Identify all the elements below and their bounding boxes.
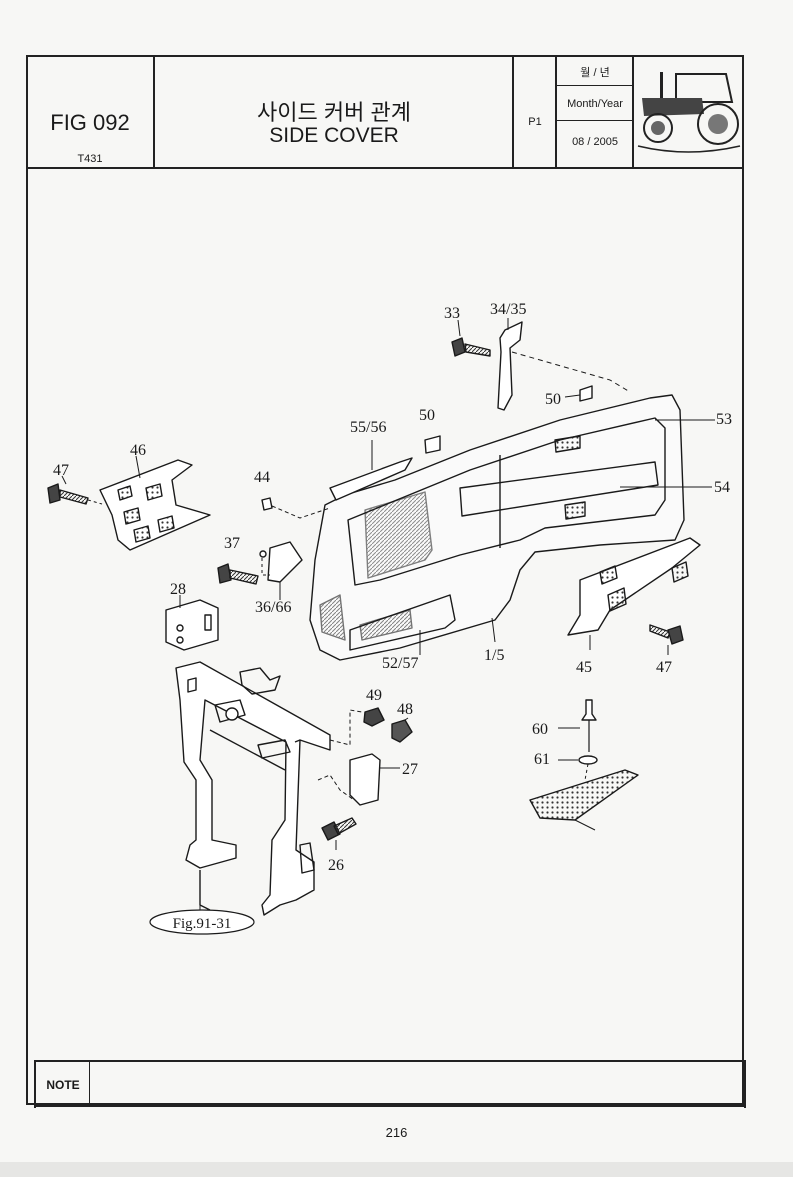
bolt-47-left (47, 483, 103, 505)
bolt-37 (217, 563, 259, 585)
callout-50-a: 50 (419, 407, 435, 424)
callout-54: 54 (714, 479, 730, 496)
washer-61 (578, 755, 598, 765)
rivet-60 (558, 699, 597, 752)
trim-strip (329, 457, 413, 501)
month-year-label: Month/Year (567, 98, 623, 110)
parts-diagram: 33 34/35 50 50 53 54 55/56 46 47 44 37 3… (47, 301, 732, 935)
callout-44: 44 (254, 469, 270, 486)
header-divider-v2 (512, 55, 514, 168)
note-label: NOTE (46, 1077, 80, 1092)
callout-47-left: 47 (53, 462, 69, 479)
callout-61: 61 (534, 751, 550, 768)
callout-53: 53 (716, 411, 732, 428)
header-divider (26, 167, 744, 169)
support-frame (175, 661, 331, 916)
title-korean: 사이드 커버 관계 (257, 100, 411, 125)
callout-45: 45 (576, 659, 592, 676)
callout-1-5: 1/5 (484, 647, 504, 664)
tractor-icon (637, 72, 741, 153)
note-left-border (34, 1060, 36, 1108)
callout-37: 37 (224, 535, 240, 552)
note-divider (89, 1062, 90, 1107)
figure-code: FIG 092 (50, 110, 130, 135)
callout-47-right: 47 (656, 659, 672, 676)
callout-28: 28 (170, 581, 186, 598)
note-right-border (744, 1060, 746, 1108)
page-code: P1 (528, 116, 542, 128)
header-divider-v1 (153, 55, 155, 168)
note-bottom-border (34, 1105, 746, 1107)
bracket (497, 321, 523, 411)
page-number: 216 (385, 1125, 408, 1140)
mesh-bracket-46 (99, 459, 211, 551)
mesh-panel-45 (567, 537, 701, 650)
model-code: T431 (77, 153, 103, 165)
bolt-33 (451, 337, 491, 357)
callout-27: 27 (402, 761, 418, 778)
callout-49: 49 (366, 687, 382, 704)
month-year-korean: 월 / 년 (580, 67, 610, 79)
callout-34-35: 34/35 (490, 301, 526, 318)
callout-33: 33 (444, 305, 460, 322)
header-divider-h1 (555, 85, 633, 86)
header-divider-v3 (555, 55, 557, 168)
bolt-47-right (649, 624, 684, 655)
callout-55-56: 55/56 (350, 419, 386, 436)
bracket-27 (349, 753, 381, 806)
callout-48: 48 (397, 701, 413, 718)
callout-50-b: 50 (545, 391, 561, 408)
bracket-28 (165, 599, 219, 651)
title-english: SIDE COVER (269, 124, 399, 147)
callout-52-57: 52/57 (382, 655, 418, 672)
side-cover-panel (309, 394, 685, 661)
header-divider-v4 (632, 55, 634, 168)
scan-edge (0, 1162, 793, 1177)
callout-46: 46 (130, 442, 146, 459)
figure-reference[interactable]: Fig.91-31 (173, 916, 232, 932)
header-divider-h2 (555, 120, 633, 121)
drawing-frame (26, 55, 744, 1105)
note-top-border (34, 1060, 746, 1062)
callout-26: 26 (328, 857, 344, 874)
perforated-plate (529, 769, 639, 831)
figure-reference-outline (149, 909, 255, 935)
callout-60: 60 (532, 721, 548, 738)
plate (267, 541, 303, 583)
revision-date: 08 / 2005 (572, 136, 618, 148)
callout-36-66: 36/66 (255, 599, 291, 616)
